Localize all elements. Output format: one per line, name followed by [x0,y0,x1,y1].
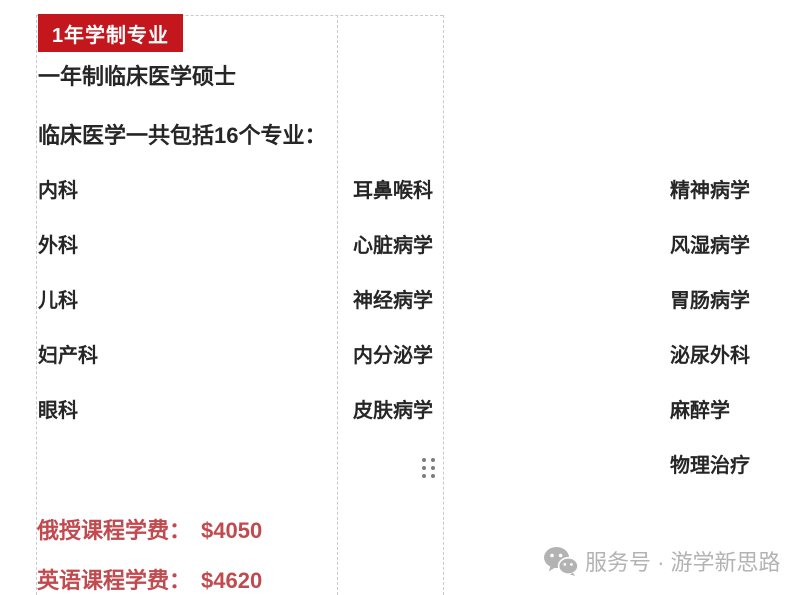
dot [431,458,435,462]
dashed-divider-middle [337,15,338,595]
specialty-item: 内科 [38,180,78,202]
dashed-divider-left [36,15,37,595]
fee-russian-label: 俄授课程学费： [37,518,192,543]
dot [422,466,426,470]
specialty-item: 泌尿外科 [670,345,750,367]
specialty-item: 物理治疗 [670,455,750,477]
section-subtitle: 临床医学一共包括16个专业： [38,123,327,148]
page-title: 一年制临床医学硕士 [38,64,237,89]
specialty-item: 耳鼻喉科 [353,180,433,202]
specialty-item: 心脏病学 [353,235,433,257]
specialty-column-3: 精神病学 风湿病学 胃肠病学 泌尿外科 麻醉学 物理治疗 [670,180,750,510]
dot [422,474,426,478]
program-duration-badge-label: 1年学制专业 [51,24,170,47]
specialty-item: 外科 [38,235,78,257]
specialty-item: 内分泌学 [353,345,433,367]
fee-english-label: 英语课程学费： [37,568,192,593]
specialty-item: 眼科 [38,400,78,422]
dot [431,466,435,470]
specialty-item: 皮肤病学 [353,400,433,422]
dashed-border-top [36,15,443,16]
grid-dots-icon [422,458,435,478]
fee-english-row: 英语课程学费： $4620 [37,563,262,595]
specialty-item: 妇产科 [38,345,98,367]
specialty-column-1: 内科 外科 儿科 妇产科 眼科 [38,180,98,455]
fee-russian-row: 俄授课程学费： $4050 [37,513,262,545]
fee-russian-value: $4050 [201,518,263,543]
wechat-account-footer: 服务号 · 游学新思路 [543,545,781,577]
dot [422,458,426,462]
specialty-item: 精神病学 [670,180,750,202]
specialty-item: 胃肠病学 [670,290,750,312]
specialty-item: 风湿病学 [670,235,750,257]
program-duration-badge: 1年学制专业 [38,14,183,52]
specialty-item: 麻醉学 [670,400,730,422]
dot [431,474,435,478]
specialty-item: 神经病学 [353,290,433,312]
specialty-item: 儿科 [38,290,78,312]
wechat-icon [544,547,578,576]
specialty-column-2: 耳鼻喉科 心脏病学 神经病学 内分泌学 皮肤病学 [353,180,433,455]
dashed-divider-right [443,15,444,595]
wechat-account-text: 服务号 · 游学新思路 [585,550,781,575]
fee-english-value: $4620 [201,568,263,593]
